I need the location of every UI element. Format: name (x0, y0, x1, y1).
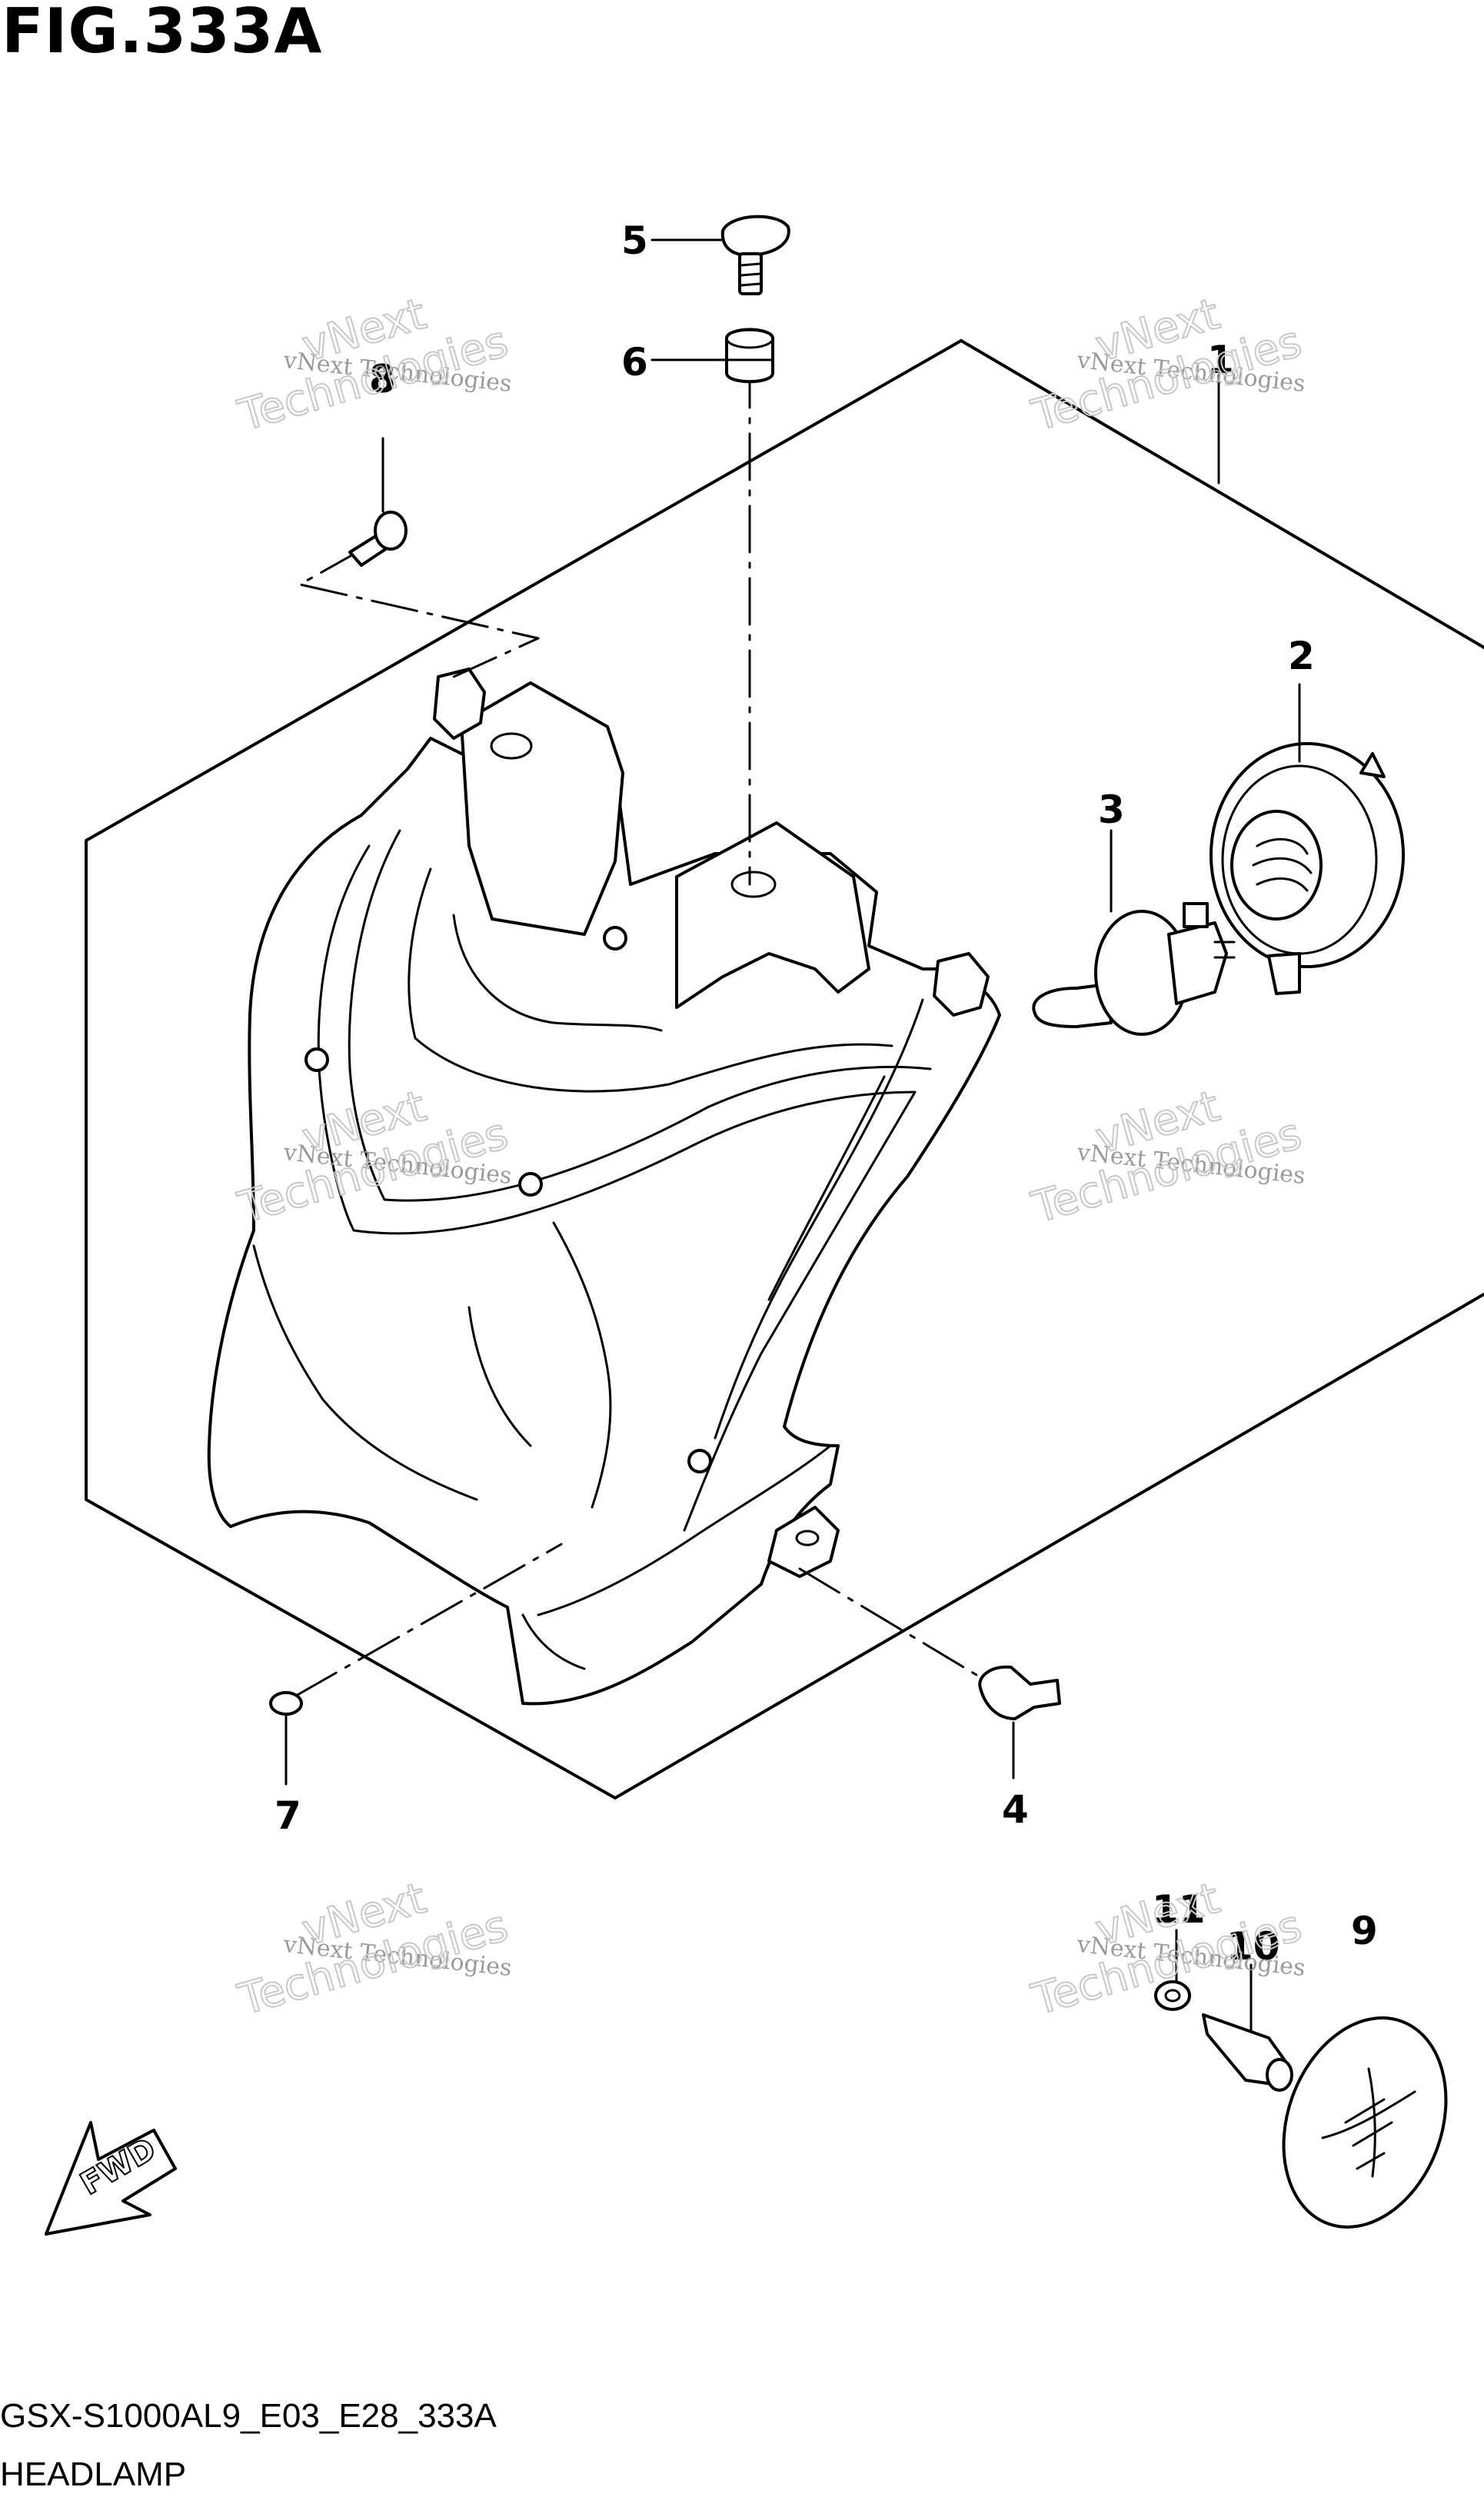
callout-6: 6 (621, 340, 648, 385)
part-8-screw (348, 511, 408, 567)
callout-11: 11 (1152, 1887, 1206, 1932)
figure-code: GSX-S1000AL9_E03_E28_333A (0, 2397, 497, 2435)
callout-8: 8 (369, 357, 396, 401)
fwd-arrow: FWD (45, 2121, 177, 2236)
headlamp-housing (207, 668, 1001, 1706)
figure-title: FIG.333A (2, 0, 323, 67)
part-3-halogen-bulb (1032, 902, 1236, 1036)
watermark-bottom-left: vNext Technologies Technologies vNext (232, 1873, 514, 2026)
watermark-mid-right: vNext Technologies Technologies vNext (1026, 1080, 1308, 1234)
part-5-screw (720, 215, 790, 295)
callout-2: 2 (1288, 634, 1315, 678)
callout-3: 3 (1098, 787, 1125, 832)
callout-7: 7 (275, 1793, 301, 1838)
figure-name: HEADLAMP (0, 2455, 187, 2493)
part-4-fastener (978, 1665, 1061, 1720)
callout-5: 5 (621, 218, 648, 263)
watermark-top-right: vNext Technologies Technologies vNext (1026, 288, 1308, 442)
leader-lines (284, 238, 1301, 2032)
part-10-spacer (1202, 2013, 1293, 2092)
callout-9: 9 (1351, 1909, 1378, 1953)
callout-1: 1 (1207, 338, 1234, 382)
callout-10: 10 (1226, 1924, 1280, 1969)
callout-labels: 5 6 8 1 2 3 4 7 11 10 9 (275, 218, 1378, 1969)
watermark-top-left: vNext Technologies Technologies vNext (232, 288, 514, 442)
assembly-outline (85, 339, 1484, 1800)
part-7-cap (269, 1691, 303, 1716)
part-6-grommet (725, 328, 774, 384)
callout-4: 4 (1002, 1787, 1029, 1832)
part-9-cover-disc (1282, 2016, 1448, 2229)
assembly-guide-lines (294, 360, 993, 1697)
part-2-socket-cap (1209, 742, 1405, 995)
part-11-washer (1154, 1980, 1191, 2011)
